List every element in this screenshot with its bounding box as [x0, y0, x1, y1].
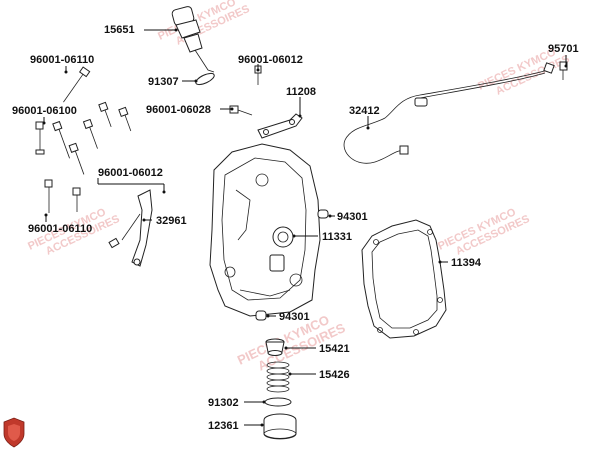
label-11331: 11331	[322, 231, 352, 243]
part-15421-cap	[265, 338, 285, 356]
part-screw-06028	[229, 105, 253, 116]
label-91302: 91302	[208, 397, 239, 409]
label-94301-upper: 94301	[337, 211, 368, 223]
part-11394-gasket	[361, 219, 447, 339]
part-bolts-left	[35, 66, 132, 213]
label-95701: 95701	[548, 43, 579, 55]
label-11208: 11208	[286, 86, 316, 98]
label-96001-06100: 96001-06100	[12, 105, 77, 117]
label-15421: 15421	[319, 343, 350, 355]
label-94301-lower: 94301	[279, 311, 310, 323]
part-15651-dipstick	[171, 6, 215, 73]
leader-lines	[42, 28, 568, 427]
label-96001-06110-bottom: 96001-06110	[28, 223, 92, 235]
label-32961: 32961	[156, 215, 187, 227]
label-15426: 15426	[319, 369, 350, 381]
label-96001-06110-top: 96001-06110	[30, 54, 94, 66]
part-32961-bracket	[108, 189, 153, 267]
label-12361: 12361	[208, 420, 239, 432]
part-12361-plug	[263, 413, 297, 440]
part-32412-cable	[343, 62, 555, 164]
label-96001-06012-mid: 96001-06012	[98, 167, 163, 179]
label-96001-06012-top: 96001-06012	[238, 54, 303, 66]
part-91307-oring	[195, 72, 215, 86]
label-11394: 11394	[451, 257, 482, 269]
part-94301-dowel-lower	[255, 310, 267, 321]
part-11208-bracket	[257, 113, 303, 139]
part-labels: 15651 96001-06110 91307 96001-06012 9570…	[12, 24, 579, 432]
label-91307: 91307	[148, 76, 179, 88]
label-96001-06028: 96001-06028	[146, 104, 211, 116]
label-32412: 32412	[349, 105, 380, 117]
shield-logo-icon	[3, 417, 25, 448]
part-11331-housing	[209, 143, 321, 317]
part-94301-dowel-upper	[317, 209, 329, 219]
label-15651: 15651	[104, 24, 135, 36]
part-15426-spring	[266, 361, 290, 393]
part-91302-oring	[264, 397, 292, 407]
